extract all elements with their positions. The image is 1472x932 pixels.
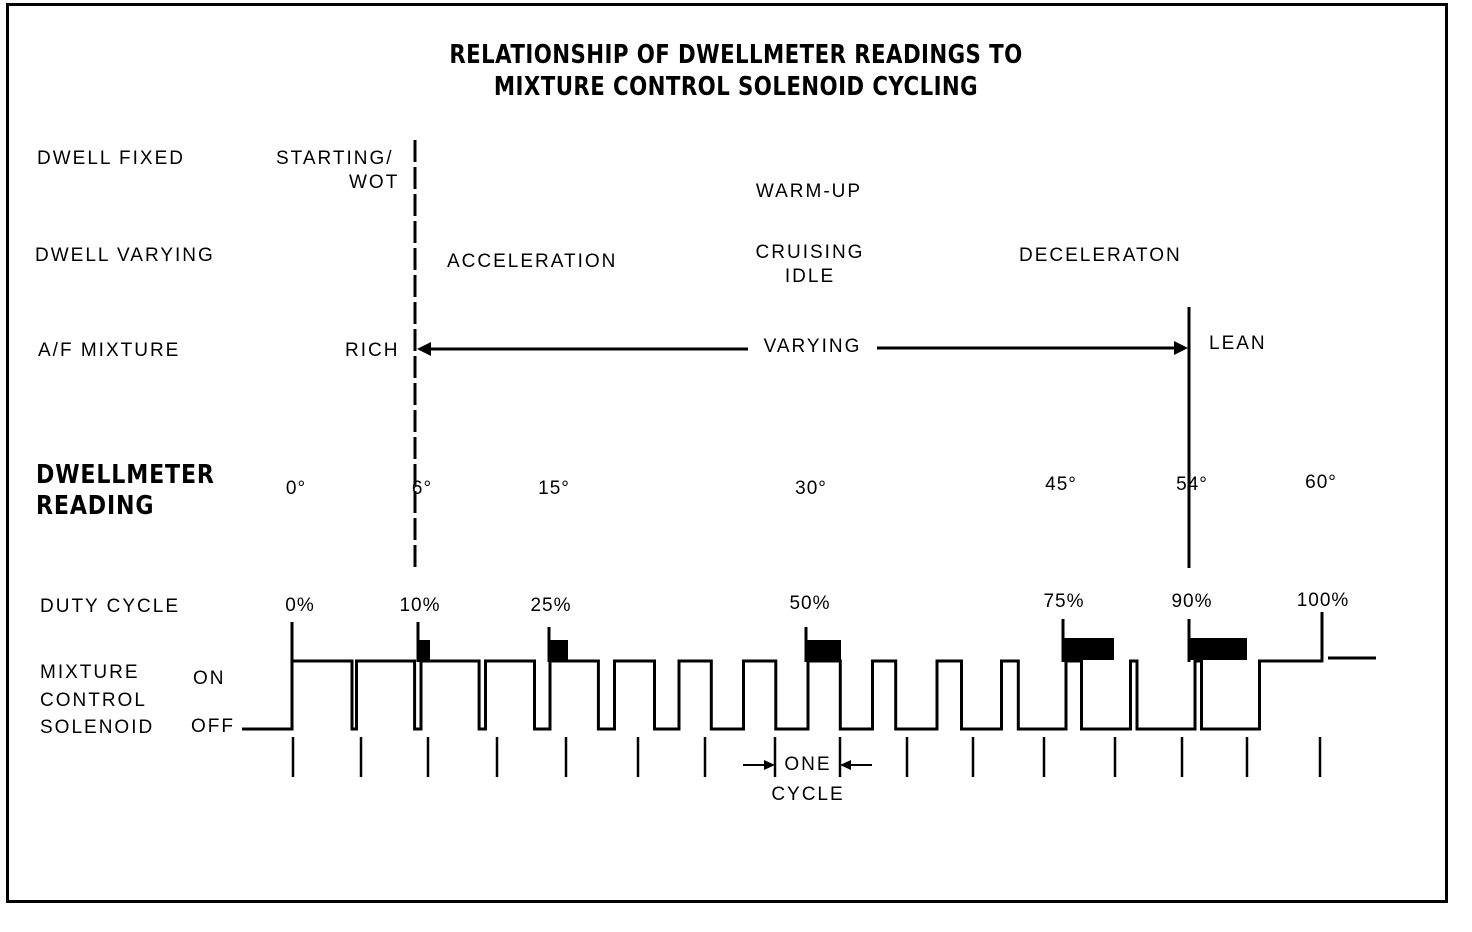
dwell-reading-6: 6°	[411, 478, 433, 499]
title-line-1: RELATIONSHIP OF DWELLMETER READINGS TO	[449, 40, 1023, 70]
title-line-2: MIXTURE CONTROL SOLENOID CYCLING	[493, 72, 979, 102]
solenoid-on-label: ON	[193, 668, 226, 689]
row-label-duty-cycle: DUTY CYCLE	[40, 596, 181, 617]
duty-bar-10	[418, 640, 430, 660]
row-label-solenoid-line-1: MIXTURE	[40, 662, 140, 683]
dwell-reading-15: 15°	[538, 478, 570, 499]
row-label-solenoid-line-2: CONTROL	[40, 690, 147, 711]
mixture-arrowhead-right	[1174, 341, 1188, 355]
duty-bar-90	[1189, 638, 1247, 660]
condition-cruising-line-1: CRUISING	[755, 242, 865, 263]
solenoid-waveform-group	[242, 612, 1376, 777]
duty-cycle-10: 10%	[399, 595, 441, 616]
row-label-af-mixture: A/F MIXTURE	[38, 340, 181, 361]
one-cycle-arrowhead-right	[840, 760, 851, 770]
solenoid-waveform	[242, 659, 1323, 731]
condition-warm-up: WARM-UP	[755, 181, 863, 202]
row-label-dwell-fixed: DWELL FIXED	[37, 148, 185, 169]
dwell-reading-45: 45°	[1045, 474, 1077, 495]
one-cycle-label-line-2: CYCLE	[771, 784, 845, 805]
condition-cruising-line-2: IDLE	[784, 266, 836, 287]
dwell-reading-54: 54°	[1176, 474, 1208, 495]
mixture-rich: RICH	[345, 340, 400, 361]
diagram-frame	[6, 3, 1448, 903]
condition-starting-line-1: STARTING/	[276, 148, 394, 169]
row-label-solenoid-line-3: SOLENOID	[40, 717, 155, 738]
row-label-dwell-varying: DWELL VARYING	[35, 245, 215, 266]
mixture-lean: LEAN	[1209, 333, 1267, 354]
duty-cycle-50: 50%	[789, 593, 831, 614]
duty-cycle-25: 25%	[530, 595, 572, 616]
mixture-varying: VARYING	[745, 336, 880, 358]
dwell-reading-0: 0°	[285, 478, 307, 499]
one-cycle-label-line-1: ONE	[784, 754, 832, 775]
condition-starting-line-2: WOT	[349, 172, 400, 193]
mixture-arrowhead-left	[417, 342, 431, 356]
duty-bar-50	[806, 640, 841, 660]
duty-bar-75	[1063, 638, 1114, 660]
condition-deceleration: DECELERATON	[1019, 245, 1182, 266]
one-cycle-arrowhead-left	[764, 760, 775, 770]
condition-acceleration: ACCELERATION	[447, 251, 618, 272]
duty-bar-25	[549, 640, 568, 660]
duty-cycle-0: 0%	[285, 595, 315, 616]
duty-cycle-100: 100%	[1296, 590, 1350, 611]
dwell-reading-60: 60°	[1305, 472, 1337, 493]
duty-cycle-75: 75%	[1043, 591, 1085, 612]
duty-cycle-90: 90%	[1171, 591, 1213, 612]
solenoid-off-label: OFF	[191, 716, 235, 737]
row-label-dwellmeter-line-1: DWELLMETER	[36, 460, 215, 490]
dwell-reading-30: 30°	[795, 478, 827, 499]
row-label-dwellmeter-line-2: READING	[36, 491, 155, 521]
